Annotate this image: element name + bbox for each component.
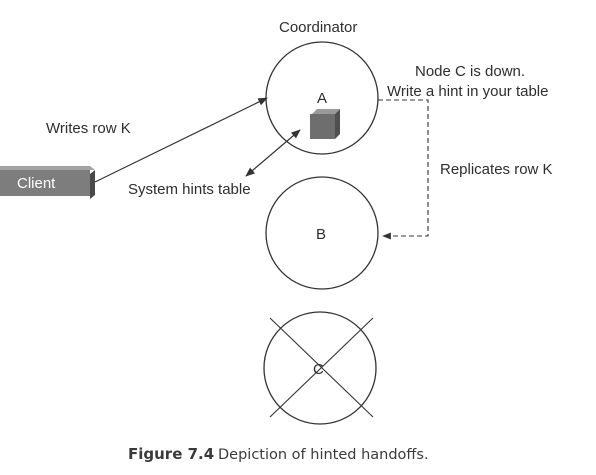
- client-box: Client: [0, 166, 95, 199]
- replicates-dashed-arrow: [378, 99, 429, 240]
- node-c-label: C: [313, 361, 324, 378]
- node-c-down-note-line1: Node C is down.: [415, 63, 525, 80]
- node-c-down-note-line2: Write a hint in your table: [387, 83, 548, 100]
- client-label: Client: [17, 175, 56, 192]
- figure-number: Figure 7.4: [128, 445, 214, 463]
- writes-arrow: [94, 97, 268, 183]
- node-c-down: C: [263, 311, 377, 425]
- coordinator-label: Coordinator: [279, 19, 357, 36]
- node-a-label: A: [317, 90, 327, 107]
- system-hints-table-label: System hints table: [128, 181, 251, 198]
- node-b-circle: [265, 176, 379, 290]
- node-c-cross-line-2: [269, 317, 374, 418]
- figure-caption: Depiction of hinted handoffs.: [218, 447, 429, 463]
- node-c-circle: [263, 311, 377, 425]
- hints-table-icon: [310, 109, 340, 139]
- hints-table-arrow: [245, 129, 301, 177]
- replicates-row-k-label: Replicates row K: [440, 161, 553, 178]
- node-b-label: B: [316, 226, 326, 243]
- writes-row-k-label: Writes row K: [46, 120, 131, 137]
